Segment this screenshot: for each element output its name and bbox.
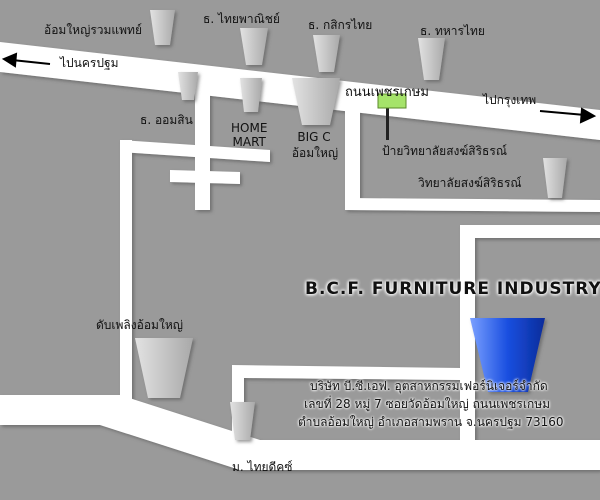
road-name-label: ถนนเพชรเกษม bbox=[345, 85, 429, 100]
building-big-c bbox=[292, 78, 340, 125]
building-hospital bbox=[150, 10, 175, 45]
bank-thaipanich-label: ธ. ไทยพาณิชย์ bbox=[203, 12, 280, 26]
building-bank-thaipanich bbox=[240, 28, 268, 65]
college-road-bottom bbox=[345, 198, 600, 212]
soi-top-connector bbox=[460, 225, 600, 238]
building-company bbox=[470, 318, 545, 392]
direction-arrows bbox=[1, 52, 597, 124]
signpost-label: ป้ายวิทยาลัยสงฆ์สิริธรณ์ bbox=[382, 144, 507, 158]
building-bank-kasikorn bbox=[313, 35, 340, 72]
building-fire-station bbox=[135, 338, 193, 398]
fire-station-label: ดับเพลิงอ้อมใหญ่ bbox=[96, 318, 183, 332]
home-mart-soi bbox=[195, 80, 210, 210]
college-signpost bbox=[377, 93, 407, 140]
building-thai-fac bbox=[230, 402, 255, 440]
company-name: B.C.F. FURNITURE INDUSTRY bbox=[305, 279, 600, 299]
bank-omsin-label: ธ. ออมสิน bbox=[140, 113, 193, 127]
east-arrow-line bbox=[539, 110, 586, 116]
signpost-pole bbox=[386, 100, 389, 140]
direction-west-label: ไปนครปฐม bbox=[60, 56, 119, 70]
bottom-road bbox=[0, 395, 600, 470]
left-soi bbox=[120, 140, 132, 410]
hospital-label: อ้อมใหญ่รวมแพทย์ bbox=[44, 23, 142, 37]
building-home-mart bbox=[240, 78, 262, 112]
west-arrow-line bbox=[11, 59, 51, 65]
building-bank-omsin bbox=[178, 72, 198, 100]
thai-fac-road bbox=[232, 365, 460, 440]
home-mart-label: HOME MART bbox=[231, 121, 268, 149]
east-arrow-head bbox=[579, 107, 597, 124]
signpost-board bbox=[377, 93, 407, 109]
big-c-label-line2: อ้อมใหญ่ bbox=[291, 146, 339, 160]
bank-kasikorn-label: ธ. กสิกรไทย bbox=[308, 18, 373, 32]
company-address-line2: เลขที่ 28 หมู่ 7 ซอยวัดอ้อมใหญ่ ถนนเพชรเ… bbox=[304, 397, 551, 411]
thai-fac-label: ม. ไทยดีคซ์ bbox=[232, 460, 293, 474]
college-road bbox=[345, 100, 360, 210]
building-college bbox=[543, 158, 567, 198]
west-arrow-head bbox=[1, 52, 18, 68]
buildings bbox=[135, 10, 567, 440]
company-address-line3: ตำบลอ้อมใหญ่ อำเภอสามพราน จ.นครปฐม 73160 bbox=[298, 415, 564, 429]
college-label: วิทยาลัยสงฆ์สิริธรณ์ bbox=[418, 176, 522, 190]
building-bank-tmb bbox=[418, 38, 445, 80]
company-address-line1: บริษัท บี.ซี.เอฟ. อุตสาหกรรมเฟอร์นิเจอร์… bbox=[310, 379, 548, 393]
soi-wat-om-yai bbox=[460, 225, 475, 440]
home-mart-cross bbox=[170, 170, 240, 184]
big-c-label-line1: BIG C bbox=[297, 130, 331, 144]
bank-tmb-label: ธ. ทหารไทย bbox=[420, 24, 485, 38]
lower-left-road bbox=[100, 395, 132, 425]
direction-east-label: ไปกรุงเทพ bbox=[483, 93, 537, 107]
